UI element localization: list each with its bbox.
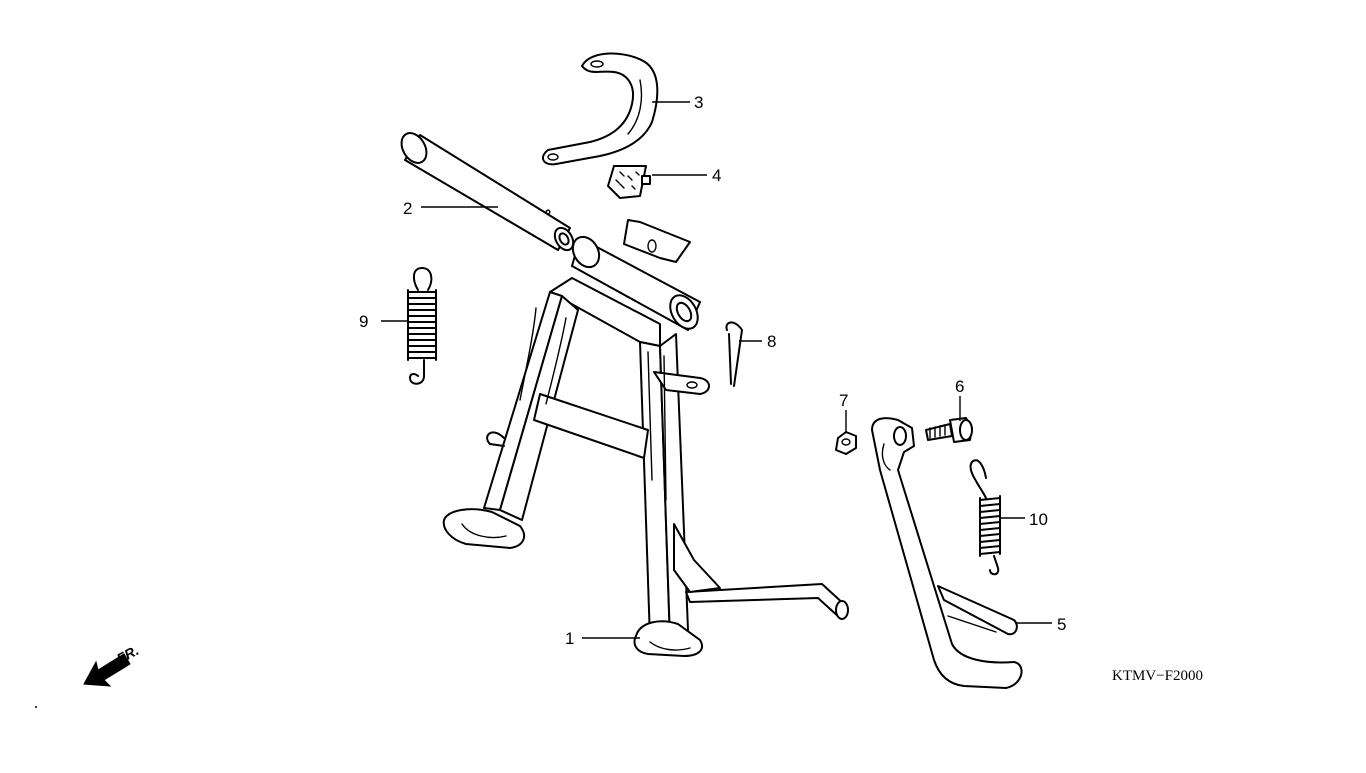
part-4-rubber-stopper <box>607 165 651 199</box>
callout-1: 1 <box>565 629 574 648</box>
part-2-pivot-pipe <box>400 132 575 252</box>
part-5-side-stand <box>871 417 1023 689</box>
diagram-code: KTMV−F2000 <box>1112 668 1203 684</box>
front-direction-indicator: FR. <box>83 642 141 687</box>
callout-3: 3 <box>694 93 703 112</box>
part-10-spring <box>969 459 1001 576</box>
callout-5: 5 <box>1057 615 1066 634</box>
callout-9: 9 <box>359 312 368 331</box>
part-3-stopper-plate <box>541 52 659 166</box>
leader-lines <box>381 101 1052 639</box>
callout-4: 4 <box>712 166 721 185</box>
front-direction-arrow-icon <box>83 653 131 687</box>
part-6-bolt <box>925 417 973 443</box>
callout-7: 7 <box>839 391 848 410</box>
part-9-spring <box>407 267 437 385</box>
callout-2: 2 <box>403 199 412 218</box>
callout-10: 10 <box>1029 510 1048 529</box>
callout-6: 6 <box>955 377 964 396</box>
part-7-nut <box>835 431 857 455</box>
scan-speck <box>35 706 37 708</box>
part-1-main-stand <box>442 219 849 657</box>
callout-8: 8 <box>767 332 776 351</box>
callout-labels: 3 4 2 9 8 6 7 10 5 1 <box>359 93 1066 648</box>
part-8-cotter-pin <box>725 321 743 387</box>
